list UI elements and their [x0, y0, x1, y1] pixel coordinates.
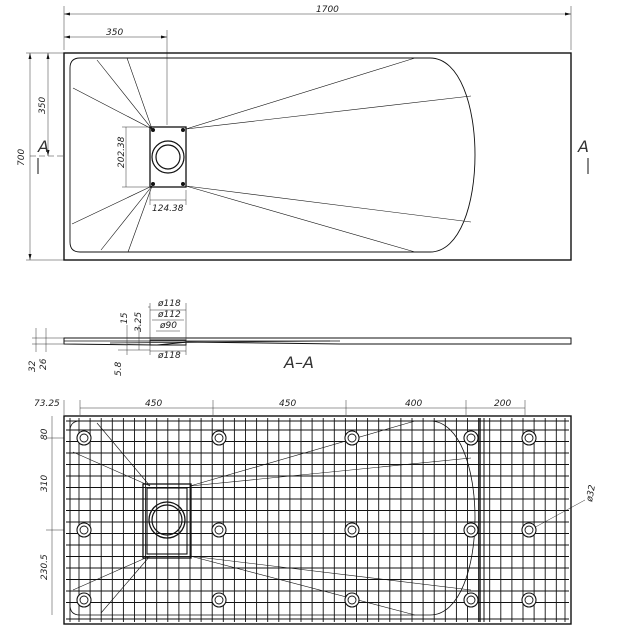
- foot-inner: [466, 525, 476, 535]
- dim-700: 700: [17, 149, 27, 166]
- basin-shadow-outline: [69, 420, 476, 616]
- dim-5-8: 5.8: [114, 361, 124, 376]
- foot-inner: [347, 433, 357, 443]
- dim-450-a: 450: [145, 399, 162, 409]
- dim-foot-d32: ø32: [585, 484, 598, 504]
- dim-230-5: 230.5: [40, 554, 50, 580]
- dim-200: 200: [494, 399, 511, 409]
- dim-310: 310: [40, 475, 50, 492]
- foot-inner: [79, 525, 89, 535]
- tray-bottom-outline: [63, 415, 572, 625]
- tray-outline: [63, 52, 572, 261]
- foot-inner: [466, 595, 476, 605]
- dim-32: 32: [28, 360, 38, 372]
- dim-3-25: 3.25: [134, 312, 144, 332]
- drain-box: [149, 126, 187, 188]
- foot-inner: [524, 595, 534, 605]
- dim-80: 80: [40, 428, 50, 440]
- dim-d90: ø90: [159, 321, 177, 331]
- foot-inner: [524, 525, 534, 535]
- foot-inner: [214, 525, 224, 535]
- dim-15: 15: [120, 312, 130, 324]
- dim-350-horizontal: 350: [106, 28, 123, 38]
- foot-inner: [214, 433, 224, 443]
- foot-inner: [524, 433, 534, 443]
- bottom-drain-frame: [142, 483, 192, 559]
- drain-hole: [155, 144, 181, 170]
- section-profile: [63, 337, 572, 346]
- top-view: 1700 350 700 350 A A: [17, 5, 589, 261]
- bottom-drain-ring: [148, 501, 186, 539]
- dim-d118-top: ø118: [157, 299, 181, 309]
- dim-drain-height: 202.38: [117, 136, 127, 168]
- dim-1700: 1700: [316, 5, 339, 15]
- bottom-drain-hole: [151, 504, 183, 536]
- foot-inner: [214, 595, 224, 605]
- foot-inner: [347, 525, 357, 535]
- dim-d118-bottom: ø118: [157, 351, 181, 361]
- slope-lines: [71, 57, 472, 253]
- section-view: A–A 32 26 15 3.25 5.8 ø118 ø112 ø90 ø118: [28, 299, 572, 376]
- dim-450-b: 450: [279, 399, 296, 409]
- foot-inner: [347, 595, 357, 605]
- foot-inner: [79, 595, 89, 605]
- section-mark-left: A: [37, 137, 49, 156]
- dim-73-25: 73.25: [34, 399, 60, 409]
- feet: [76, 430, 537, 608]
- section-label: A–A: [283, 353, 314, 372]
- bottom-slope-lines: [72, 420, 472, 616]
- section-mark-right: A: [577, 137, 589, 156]
- rib-grid: [66, 418, 569, 622]
- dim-400: 400: [405, 399, 422, 409]
- dim-d112: ø112: [157, 310, 181, 320]
- dim-drain-width: 124.38: [152, 204, 184, 214]
- foot-inner: [79, 433, 89, 443]
- basin-outline: [69, 57, 476, 253]
- dim-26: 26: [39, 358, 49, 370]
- dim-350-vertical: 350: [38, 97, 48, 114]
- foot-inner: [466, 433, 476, 443]
- drain-outer-ring: [151, 140, 185, 174]
- bottom-view: 73.25 450 450 400 200 80 310 230.5 ø32: [34, 399, 598, 625]
